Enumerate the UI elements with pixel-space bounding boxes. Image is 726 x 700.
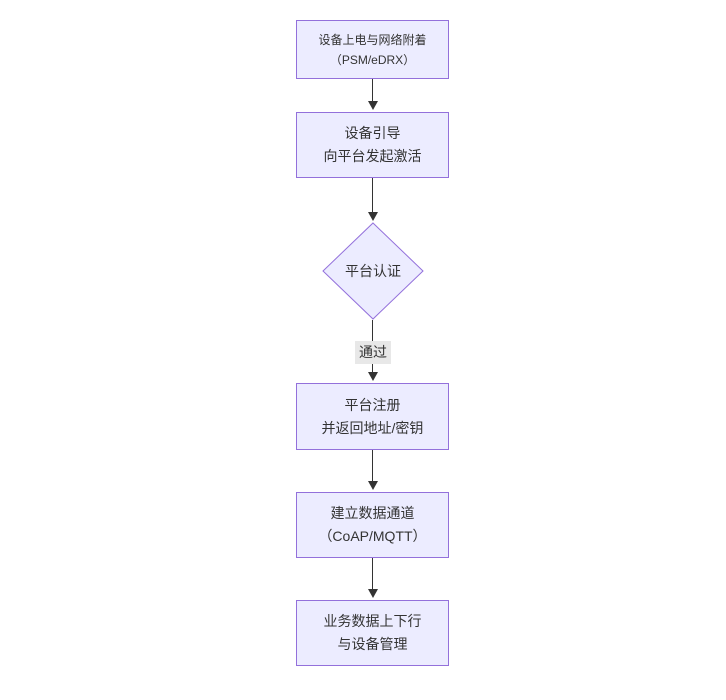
- node-power-attach-line1: 设备上电与网络附着: [318, 32, 427, 47]
- node-business-line1: 业务数据上下行: [323, 613, 422, 629]
- edge-line: [372, 178, 373, 213]
- node-bootstrap-line2: 向平台发起激活: [323, 148, 422, 164]
- node-auth-decision-label: 平台认证: [345, 263, 401, 279]
- node-bootstrap-line1: 设备引导: [344, 125, 401, 141]
- arrowhead-down-icon: [368, 481, 378, 490]
- node-business-line2: 与设备管理: [337, 636, 408, 652]
- arrowhead-down-icon: [368, 589, 378, 598]
- node-bootstrap: 设备引导 向平台发起激活: [296, 112, 449, 178]
- node-data-channel: 建立数据通道 （CoAP/MQTT）: [296, 492, 449, 558]
- diamond-shape: [322, 222, 424, 320]
- node-power-attach-line2: （PSM/eDRX）: [329, 52, 416, 67]
- node-auth-decision: 平台认证: [322, 222, 424, 320]
- node-register-line1: 平台注册: [344, 396, 401, 413]
- edge-label-pass: 通过: [355, 341, 391, 364]
- edge-line: [372, 558, 373, 590]
- arrowhead-down-icon: [368, 101, 378, 110]
- node-power-attach: 设备上电与网络附着 （PSM/eDRX）: [296, 20, 449, 79]
- arrowhead-down-icon: [368, 212, 378, 221]
- edge-line: [372, 450, 373, 482]
- node-business: 业务数据上下行 与设备管理: [296, 600, 449, 666]
- node-data-channel-line1: 建立数据通道: [330, 505, 415, 521]
- node-data-channel-line2: （CoAP/MQTT）: [318, 528, 427, 544]
- edge-line: [372, 79, 373, 102]
- arrowhead-down-icon: [368, 372, 378, 381]
- node-register-line2: 并返回地址/密钥: [321, 419, 424, 436]
- node-register: 平台注册 并返回地址/密钥: [296, 383, 449, 450]
